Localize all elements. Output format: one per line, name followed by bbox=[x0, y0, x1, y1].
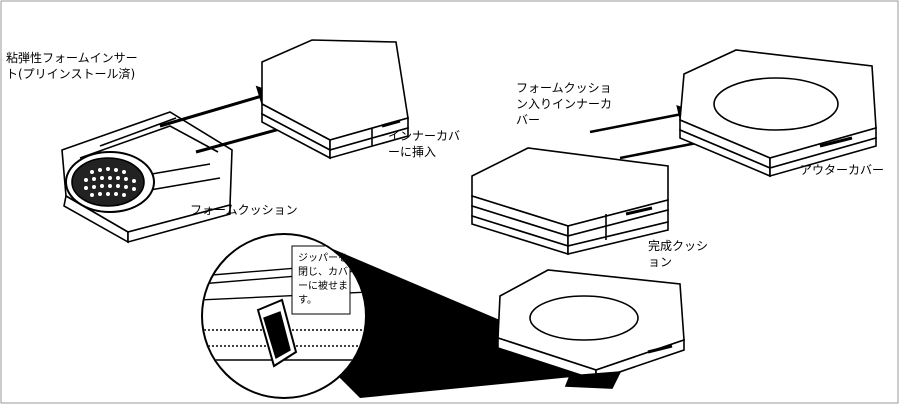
label-foam-cushion-in-inner-cover: フォームクッショ ン入りインナーカ バー bbox=[516, 81, 613, 127]
label-zipper-instruction: ジッパーを 閉じ、カバ ーに被せま す。 bbox=[298, 253, 348, 306]
label-insert-into-inner-cover: インナーカバ ーに挿入 bbox=[388, 129, 461, 159]
cushion-in-inner-cover-drawing bbox=[471, 147, 669, 256]
label-foam-cushion: フォームクッション bbox=[190, 203, 298, 217]
finished-cushion-drawing bbox=[497, 269, 685, 389]
foam-cushion-drawing bbox=[61, 111, 233, 244]
inner-cover-drawing bbox=[261, 39, 409, 160]
label-outer-cover: アウターカバー bbox=[800, 163, 885, 177]
label-viscoelastic-insert: 粘弾性フォームインサー ト(プリインストール済) bbox=[6, 51, 138, 81]
outer-cover-drawing bbox=[679, 49, 877, 178]
zipper-magnifier bbox=[201, 233, 367, 399]
label-finished-cushion: 完成クッシ ョン bbox=[648, 239, 709, 269]
